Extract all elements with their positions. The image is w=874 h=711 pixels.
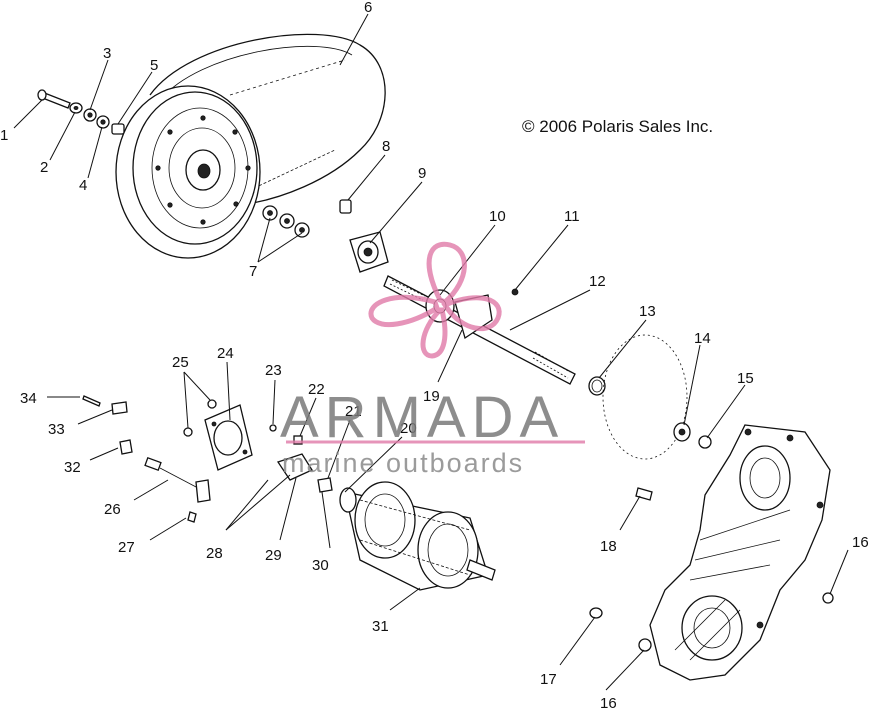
bolts-25 — [183, 399, 217, 437]
callout-13: 13 — [639, 303, 656, 320]
washer-set-7 — [262, 205, 310, 238]
callout-19: 19 — [423, 388, 440, 405]
bracket-32 — [119, 439, 133, 455]
pin-22 — [293, 435, 303, 445]
nut-11 — [511, 288, 519, 296]
bolt-16-upper — [822, 592, 834, 604]
callout-20: 20 — [400, 420, 417, 437]
bolt-8 — [339, 199, 352, 214]
callout-6: 6 — [364, 0, 372, 16]
callout-17: 17 — [540, 671, 557, 688]
callout-16-lower: 16 — [600, 695, 617, 711]
armada-propeller-logo-icon — [368, 241, 502, 359]
cover-plate-24 — [204, 404, 253, 471]
callout-12: 12 — [589, 273, 606, 290]
callout-28: 28 — [206, 545, 223, 562]
bearing-flange-9 — [349, 231, 389, 273]
retainer-29 — [276, 453, 313, 481]
callout-34: 34 — [20, 390, 37, 407]
callout-25: 25 — [172, 354, 189, 371]
o-ring-13 — [588, 376, 606, 396]
callout-27: 27 — [118, 539, 135, 556]
callout-33: 33 — [48, 421, 65, 438]
callout-11: 11 — [564, 208, 580, 225]
gasket-disk — [602, 334, 688, 460]
speed-sensor-26 — [144, 457, 211, 503]
callout-21: 21 — [345, 403, 362, 420]
callout-8: 8 — [382, 138, 390, 155]
leader-lines — [13, 13, 849, 691]
callout-16-upper: 16 — [852, 534, 869, 551]
drive-belt-assembly — [115, 33, 386, 259]
copyright-text: © 2006 Polaris Sales Inc. — [522, 117, 713, 136]
bolt-18 — [635, 487, 653, 501]
belt-teeth — [229, 59, 346, 191]
callout-15: 15 — [737, 370, 754, 387]
spring-21 — [317, 477, 333, 493]
watermark-tagline: marine outboards — [282, 448, 524, 478]
bolt-16-lower — [638, 638, 652, 652]
callout-4: 4 — [79, 177, 87, 194]
callout-23: 23 — [265, 362, 282, 379]
clutch-bolt-and-washers — [37, 89, 125, 135]
callout-2: 2 — [40, 159, 48, 176]
callout-7: 7 — [249, 263, 257, 280]
clip-27 — [187, 511, 197, 523]
screw-34 — [82, 395, 101, 407]
callout-32: 32 — [64, 459, 81, 476]
gear-assembly-31 — [339, 481, 496, 591]
callout-5: 5 — [150, 57, 158, 74]
ball-23 — [269, 424, 277, 432]
callout-14: 14 — [694, 330, 711, 347]
clip-33 — [111, 401, 128, 415]
callout-3: 3 — [103, 45, 111, 62]
callout-22: 22 — [308, 381, 325, 398]
seal-14-washer-15 — [673, 422, 712, 449]
callout-31: 31 — [372, 618, 389, 635]
bolt-17 — [589, 607, 603, 619]
armada-watermark: ARMADA marine outboards — [280, 241, 585, 478]
callout-9: 9 — [418, 165, 426, 182]
callout-10: 10 — [489, 208, 506, 225]
callout-1: 1 — [0, 127, 8, 144]
chaincase-housing — [649, 424, 831, 681]
callout-29: 29 — [265, 547, 282, 564]
callout-30: 30 — [312, 557, 329, 574]
callout-18: 18 — [600, 538, 617, 555]
watermark-brand: ARMADA — [280, 385, 564, 450]
callout-24: 24 — [217, 345, 234, 362]
callout-26: 26 — [104, 501, 121, 518]
clutch-bolt-holes — [155, 115, 251, 225]
